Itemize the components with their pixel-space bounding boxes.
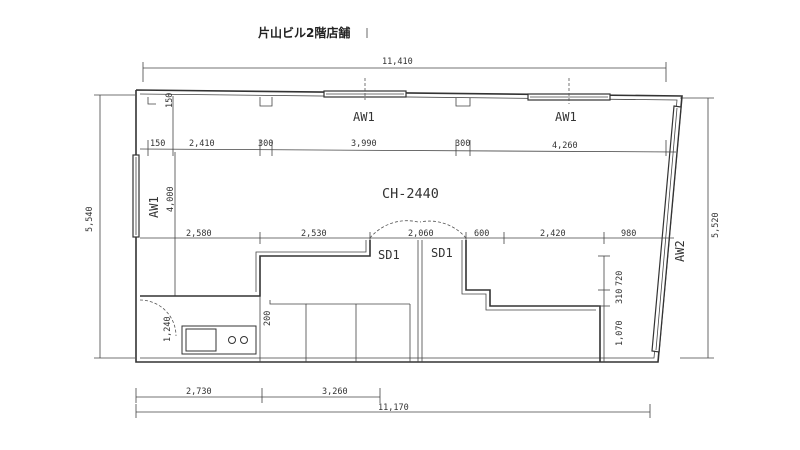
dim-top-f: 4,260: [552, 141, 578, 151]
ceiling-height-label: CH-2440: [382, 186, 439, 202]
label-aw1-left: AW1: [147, 196, 161, 218]
dim-top-c: 300: [258, 139, 273, 149]
dimension-left-depth: 4,000: [166, 152, 176, 296]
dim-mid-c: 2,060: [408, 229, 434, 239]
dim-step: 200: [263, 311, 273, 326]
window-aw1-left: AW1: [132, 154, 161, 238]
dim-right-a: 720: [615, 271, 625, 286]
dim-left-overall-text: 5,540: [85, 206, 95, 232]
wall-columns: [147, 97, 471, 107]
dim-top-d: 3,990: [351, 139, 377, 149]
dim-top-overall-text: 11,410: [382, 57, 413, 67]
dim-right-c: 1,070: [615, 320, 625, 346]
label-aw2-right: AW2: [673, 240, 687, 262]
dim-mid-d: 600: [474, 229, 489, 239]
dim-right-overall-text: 5,520: [711, 212, 721, 238]
sliding-doors: SD1 SD1: [369, 220, 467, 362]
label-sd1-right: SD1: [431, 246, 453, 260]
dim-mid-e: 2,420: [540, 229, 566, 239]
dim-mid-f: 980: [621, 229, 636, 239]
sink-icon: [185, 328, 217, 352]
dimension-right-overall: 5,520: [680, 97, 721, 359]
interior-right-room: 720 310 1,070: [461, 240, 625, 362]
dim-mid-b: 2,530: [301, 229, 327, 239]
burner-icon: [240, 336, 248, 344]
dim-bottom-overall: 11,170: [378, 403, 409, 413]
kitchen-counter: 1,240 200: [163, 311, 273, 355]
interior-left-room: [139, 240, 411, 362]
dimension-left-overall: 5,540: [85, 94, 135, 359]
plan-title: 片山ビル2階店舗: [258, 25, 350, 40]
label-aw1-top-left: AW1: [353, 110, 375, 124]
dim-mid-a: 2,580: [186, 229, 212, 239]
dimension-top-overall: 11,410: [142, 57, 667, 82]
label-sd1-left: SD1: [378, 248, 400, 262]
dim-left-depth: 4,000: [166, 186, 176, 212]
dim-bottom-b: 3,260: [322, 387, 348, 397]
dim-wall-offset: 150: [165, 93, 175, 108]
dim-kitchen: 1,240: [163, 316, 173, 342]
burner-icon: [228, 336, 236, 344]
dim-bottom-a: 2,730: [186, 387, 212, 397]
dimension-bottom: 2,730 3,260 11,170: [135, 387, 651, 418]
dimension-top-interior: 150 2,410 300 3,990 300 4,260 150: [139, 93, 677, 156]
label-aw1-top-right: AW1: [555, 110, 577, 124]
dim-right-b: 310: [615, 289, 625, 304]
dim-top-e: 300: [455, 139, 470, 149]
window-aw1-top-left: AW1: [323, 78, 407, 124]
dim-top-a: 150: [150, 139, 165, 149]
dim-top-b: 2,410: [189, 139, 215, 149]
dimension-middle: 2,580 2,530 2,060 600 2,420 980: [140, 229, 674, 244]
window-aw1-top-right: AW1: [527, 78, 611, 124]
window-aw2-right: AW2: [651, 105, 687, 353]
